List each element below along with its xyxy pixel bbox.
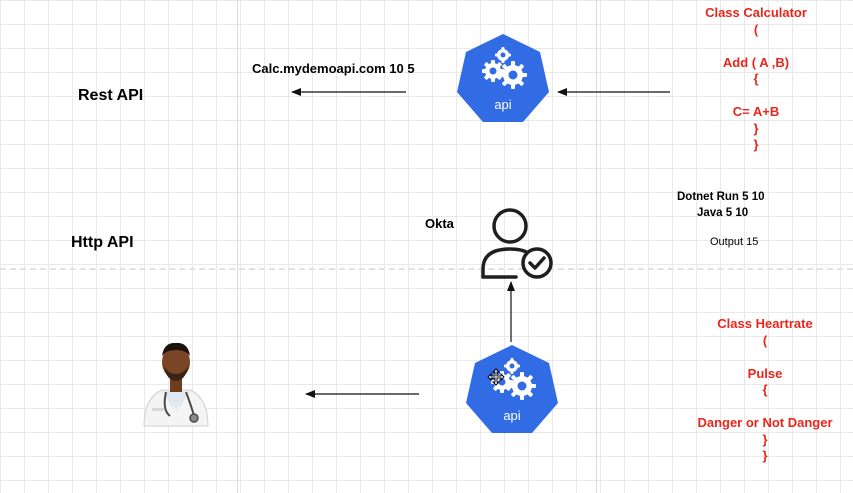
okta-user-node[interactable]: [478, 205, 558, 283]
code-line: (: [762, 332, 768, 348]
okta-label: Okta: [425, 216, 454, 231]
svg-text:api: api: [494, 97, 511, 112]
heartrate-code-block: Class Heartrate ( Pulse { Danger or Not …: [685, 316, 845, 465]
output-label: Output 15: [710, 236, 759, 248]
code-line: Class Calculator: [705, 5, 807, 20]
code-line: {: [762, 382, 768, 397]
code-line: Danger or Not Danger: [697, 415, 833, 430]
doctor-icon: [143, 342, 209, 427]
code-line: {: [753, 71, 759, 86]
code-line: Class Heartrate: [717, 316, 813, 331]
api-icon: api: [457, 34, 549, 122]
code-line: }: [753, 120, 759, 136]
code-line: }: [753, 137, 759, 152]
api-icon-bottom[interactable]: api: [464, 342, 560, 436]
user-check-icon: [481, 208, 553, 279]
code-line: Add ( A ,B): [722, 54, 790, 70]
code-line: C= A+B: [732, 104, 780, 119]
http-api-label: Http API: [71, 234, 134, 251]
endpoint-label: Calc.mydemoapi.com 10 5: [252, 61, 415, 76]
move-cursor-icon: [487, 368, 505, 386]
code-line: [676, 38, 836, 55]
rest-api-label: Rest API: [78, 87, 144, 104]
api-icon-top[interactable]: api: [455, 31, 551, 125]
code-line: [676, 88, 836, 105]
dotnet-run-label: Dotnet Run 5 10: [677, 191, 765, 203]
java-run-label: Java 5 10: [697, 207, 749, 219]
code-line: [685, 399, 845, 416]
divider-vertical-left: [237, 0, 238, 493]
svg-text:api: api: [503, 408, 520, 423]
code-line: }: [762, 431, 768, 447]
divider-horizontal: [0, 268, 853, 270]
divider-vertical-right: [596, 0, 597, 493]
code-line: [685, 349, 845, 366]
doctor-node[interactable]: [138, 338, 214, 428]
code-line: Pulse: [747, 365, 783, 381]
code-line: }: [762, 448, 768, 463]
code-line: (: [753, 21, 759, 37]
calculator-code-block: Class Calculator ( Add ( A ,B) { C= A+B …: [676, 5, 836, 154]
api-icon: api: [466, 345, 558, 433]
